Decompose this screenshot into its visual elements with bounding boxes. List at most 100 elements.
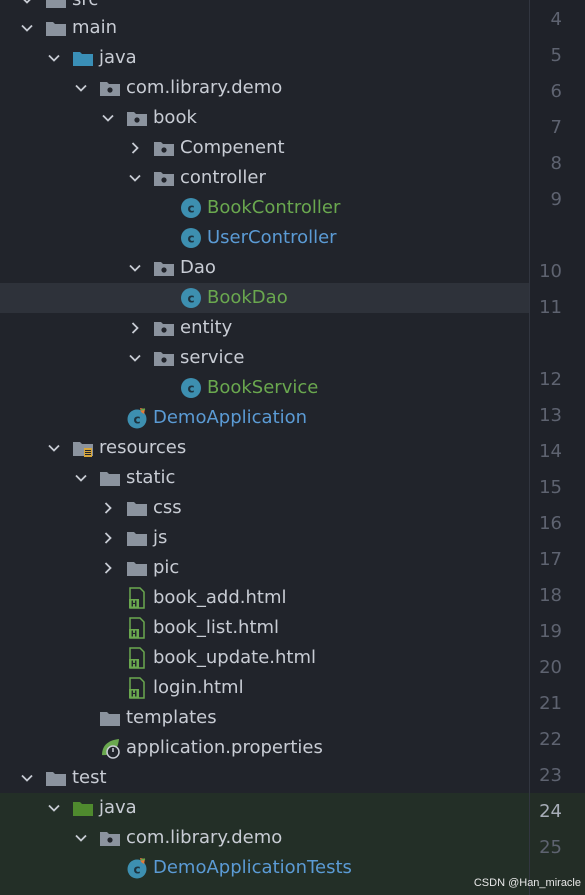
line-number: 18 — [539, 585, 562, 606]
line-number: 22 — [539, 729, 562, 750]
tree-item-bookservice[interactable]: c BookService — [0, 373, 529, 403]
tree-item-resources[interactable]: resources — [0, 433, 529, 463]
tree-item-book[interactable]: book — [0, 103, 529, 133]
spring-class-icon: c — [126, 407, 148, 429]
tree-item-dao[interactable]: Dao — [0, 253, 529, 283]
svg-text:H: H — [131, 690, 137, 699]
line-number: 12 — [539, 369, 562, 390]
svg-text:c: c — [187, 382, 194, 396]
tree-item-test[interactable]: test — [0, 763, 529, 793]
tree-item-com-library-demo[interactable]: com.library.demo — [0, 73, 529, 103]
package-icon — [153, 137, 175, 159]
tree-item-templates[interactable]: templates — [0, 703, 529, 733]
chevron-down-icon[interactable] — [126, 163, 144, 193]
tree-item-label: BookDao — [207, 287, 288, 308]
tree-item-label: application.properties — [126, 737, 323, 758]
svg-text:c: c — [187, 202, 194, 216]
tree-item-label: book_add.html — [153, 587, 287, 608]
line-number: 5 — [550, 45, 562, 66]
html-icon: H — [126, 647, 148, 669]
tree-item-js[interactable]: js — [0, 523, 529, 553]
gutter-green-highlight — [530, 793, 585, 895]
chevron-right-icon[interactable] — [99, 493, 117, 523]
tree-item-label: UserController — [207, 227, 337, 248]
tree-item-label: book — [153, 107, 197, 128]
project-tree[interactable]: src main java com.library.demo bookCompenent… — [0, 0, 529, 895]
html-icon: H — [126, 677, 148, 699]
tree-item-main[interactable]: main — [0, 13, 529, 43]
line-number: 19 — [539, 621, 562, 642]
tree-item-service[interactable]: service — [0, 343, 529, 373]
chevron-right-icon[interactable] — [126, 133, 144, 163]
tree-item-entity[interactable]: entity — [0, 313, 529, 343]
chevron-down-icon[interactable] — [99, 103, 117, 133]
chevron-down-icon[interactable] — [18, 13, 36, 43]
chevron-down-icon[interactable] — [126, 253, 144, 283]
tree-item-controller[interactable]: controller — [0, 163, 529, 193]
spring-class-icon: c — [126, 857, 148, 879]
tree-item-pic[interactable]: pic — [0, 553, 529, 583]
line-number: 25 — [539, 837, 562, 858]
tree-item-label: com.library.demo — [126, 77, 283, 98]
tree-item-java[interactable]: java — [0, 793, 529, 823]
html-icon: H — [126, 587, 148, 609]
chevron-right-icon[interactable] — [99, 523, 117, 553]
chevron-down-icon[interactable] — [18, 763, 36, 793]
tree-item-label: login.html — [153, 677, 244, 698]
tree-item-label: main — [72, 17, 117, 38]
folder-icon — [45, 0, 67, 11]
folder-icon — [45, 767, 67, 789]
tree-item-label: static — [126, 467, 176, 488]
tree-item-label: resources — [99, 437, 187, 458]
svg-text:H: H — [131, 630, 137, 639]
class-icon: c — [180, 227, 202, 249]
chevron-down-icon[interactable] — [45, 43, 63, 73]
chevron-right-icon[interactable] — [99, 553, 117, 583]
line-number: 17 — [539, 549, 562, 570]
watermark: CSDN @Han_miracle — [473, 877, 581, 889]
line-number: 20 — [539, 657, 562, 678]
tree-item-com-library-demo[interactable]: com.library.demo — [0, 823, 529, 853]
tree-item-label: com.library.demo — [126, 827, 283, 848]
tree-item-src[interactable]: src — [0, 0, 529, 15]
tree-item-application-properties[interactable]: application.properties — [0, 733, 529, 763]
chevron-down-icon[interactable] — [72, 823, 90, 853]
tree-item-compenent[interactable]: Compenent — [0, 133, 529, 163]
tree-item-static[interactable]: static — [0, 463, 529, 493]
chevron-down-icon[interactable] — [72, 73, 90, 103]
spring-props-icon — [99, 737, 121, 759]
tree-item-label: BookController — [207, 197, 341, 218]
line-number: 14 — [539, 441, 562, 462]
chevron-down-icon[interactable] — [45, 793, 63, 823]
line-number: 4 — [550, 9, 562, 30]
folder-icon — [126, 557, 148, 579]
chevron-down-icon[interactable] — [18, 0, 36, 15]
tree-item-label: BookService — [207, 377, 319, 398]
chevron-down-icon[interactable] — [126, 343, 144, 373]
tree-item-label: service — [180, 347, 245, 368]
tree-item-bookcontroller[interactable]: c BookController — [0, 193, 529, 223]
tree-item-label: entity — [180, 317, 233, 338]
line-number: 16 — [539, 513, 562, 534]
svg-text:H: H — [131, 600, 137, 609]
line-number: 10 — [539, 261, 562, 282]
chevron-down-icon[interactable] — [45, 433, 63, 463]
tree-item-label: Compenent — [180, 137, 285, 158]
chevron-right-icon[interactable] — [126, 313, 144, 343]
tree-item-css[interactable]: css — [0, 493, 529, 523]
tree-item-label: pic — [153, 557, 180, 578]
line-number: 23 — [539, 765, 562, 786]
line-number: 21 — [539, 693, 562, 714]
tree-item-label: js — [153, 527, 168, 548]
tree-item-java[interactable]: java — [0, 43, 529, 73]
chevron-down-icon[interactable] — [72, 463, 90, 493]
